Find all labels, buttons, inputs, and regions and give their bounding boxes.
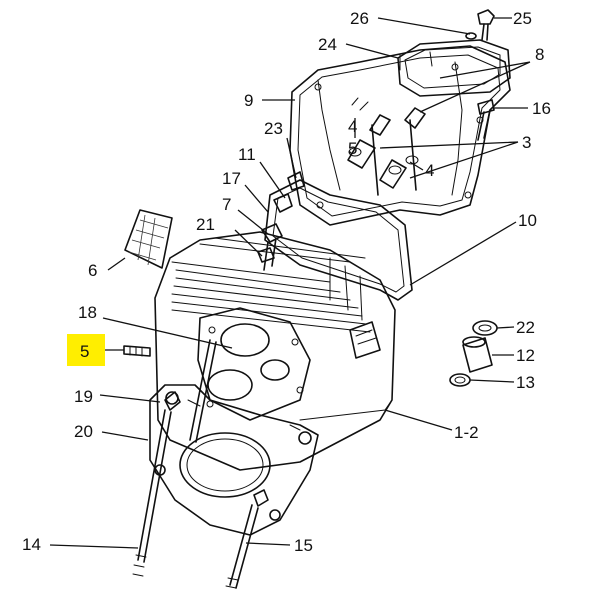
label-14[interactable]: 14 (22, 535, 41, 554)
valve-cover (289, 45, 511, 226)
label-6[interactable]: 6 (88, 261, 97, 280)
label-23[interactable]: 23 (264, 119, 283, 138)
label-17[interactable]: 17 (222, 169, 241, 188)
part-labels: 26 25 24 8 9 16 4 23 5 3 4 11 17 7 21 10… (22, 9, 551, 555)
cap-screw (465, 9, 495, 41)
label-11[interactable]: 11 (238, 145, 256, 164)
cover-gasket (264, 179, 413, 301)
label-7[interactable]: 7 (222, 195, 231, 214)
label-20[interactable]: 20 (74, 422, 93, 441)
label-15[interactable]: 15 (294, 536, 313, 555)
label-22[interactable]: 22 (516, 318, 535, 337)
rocker-parts (347, 97, 426, 196)
cover-bolt (477, 99, 495, 141)
label-4a[interactable]: 4 (348, 117, 357, 136)
label-8[interactable]: 8 (535, 45, 544, 64)
label-10[interactable]: 10 (518, 211, 537, 230)
highlight-box (67, 334, 105, 366)
clip (287, 171, 305, 191)
label-19[interactable]: 19 (74, 387, 93, 406)
label-9[interactable]: 9 (244, 91, 253, 110)
label-4b[interactable]: 4 (425, 161, 434, 180)
label-24[interactable]: 24 (318, 35, 337, 54)
label-18[interactable]: 18 (78, 303, 97, 322)
label-1-2[interactable]: 1-2 (454, 423, 479, 442)
head-gasket (149, 384, 319, 536)
label-21[interactable]: 21 (196, 215, 215, 234)
label-13[interactable]: 13 (516, 373, 535, 392)
label-25[interactable]: 25 (513, 9, 532, 28)
label-5-highlighted[interactable]: 5 (80, 342, 89, 361)
cylinder-head (154, 231, 396, 471)
dowel-pin (123, 345, 151, 357)
leader-lines (49, 17, 531, 549)
label-3[interactable]: 3 (522, 133, 531, 152)
label-16[interactable]: 16 (532, 99, 551, 118)
label-5a[interactable]: 5 (348, 139, 357, 158)
label-12[interactable]: 12 (516, 346, 535, 365)
right-parts (449, 320, 498, 387)
long-studs (132, 339, 269, 589)
label-26[interactable]: 26 (350, 9, 369, 28)
rubber-block (124, 209, 173, 269)
filler-cap (397, 39, 511, 97)
